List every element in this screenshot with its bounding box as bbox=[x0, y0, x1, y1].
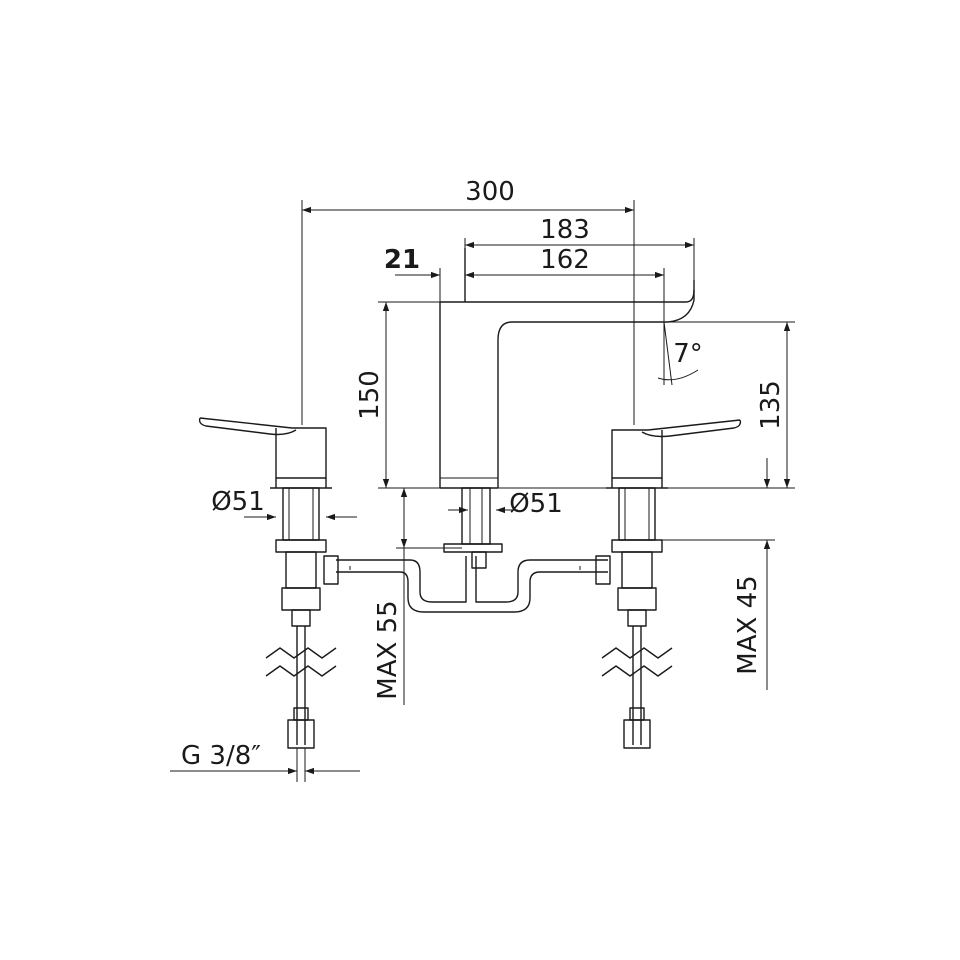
spout bbox=[439, 248, 695, 489]
dimension-left-diameter: Ø51 bbox=[211, 487, 357, 521]
left-handle bbox=[198, 417, 332, 489]
dimension-max-45: MAX 45 bbox=[662, 458, 775, 690]
label-21: 21 bbox=[384, 245, 420, 275]
label-300: 300 bbox=[465, 177, 515, 207]
connecting-hoses bbox=[323, 555, 611, 613]
dimension-150: 150 bbox=[355, 301, 470, 489]
label-135: 135 bbox=[756, 380, 786, 430]
label-183: 183 bbox=[540, 215, 590, 245]
label-max-55: MAX 55 bbox=[373, 600, 403, 699]
label-angle: 7° bbox=[673, 339, 703, 369]
dimension-162: 162 bbox=[439, 245, 665, 480]
dimension-thread: G 3/8″ bbox=[170, 741, 360, 782]
spout-shank bbox=[443, 487, 503, 569]
label-left-diameter: Ø51 bbox=[211, 487, 265, 517]
label-150: 150 bbox=[355, 370, 385, 420]
angle-7-degrees: 7° bbox=[657, 321, 703, 386]
dimension-max-55: MAX 55 bbox=[373, 488, 462, 705]
right-valve-body bbox=[601, 487, 673, 749]
label-center-diameter: Ø51 bbox=[509, 489, 563, 519]
label-max-45: MAX 45 bbox=[733, 575, 763, 674]
dimension-300: 300 bbox=[301, 177, 635, 425]
right-handle bbox=[606, 419, 742, 489]
left-valve-body bbox=[265, 487, 337, 749]
dimension-21: 21 bbox=[384, 245, 440, 279]
dimension-center-diameter: Ø51 bbox=[448, 489, 563, 519]
label-thread: G 3/8″ bbox=[181, 741, 261, 771]
label-162: 162 bbox=[540, 245, 590, 275]
dimension-183: 183 bbox=[464, 215, 695, 300]
